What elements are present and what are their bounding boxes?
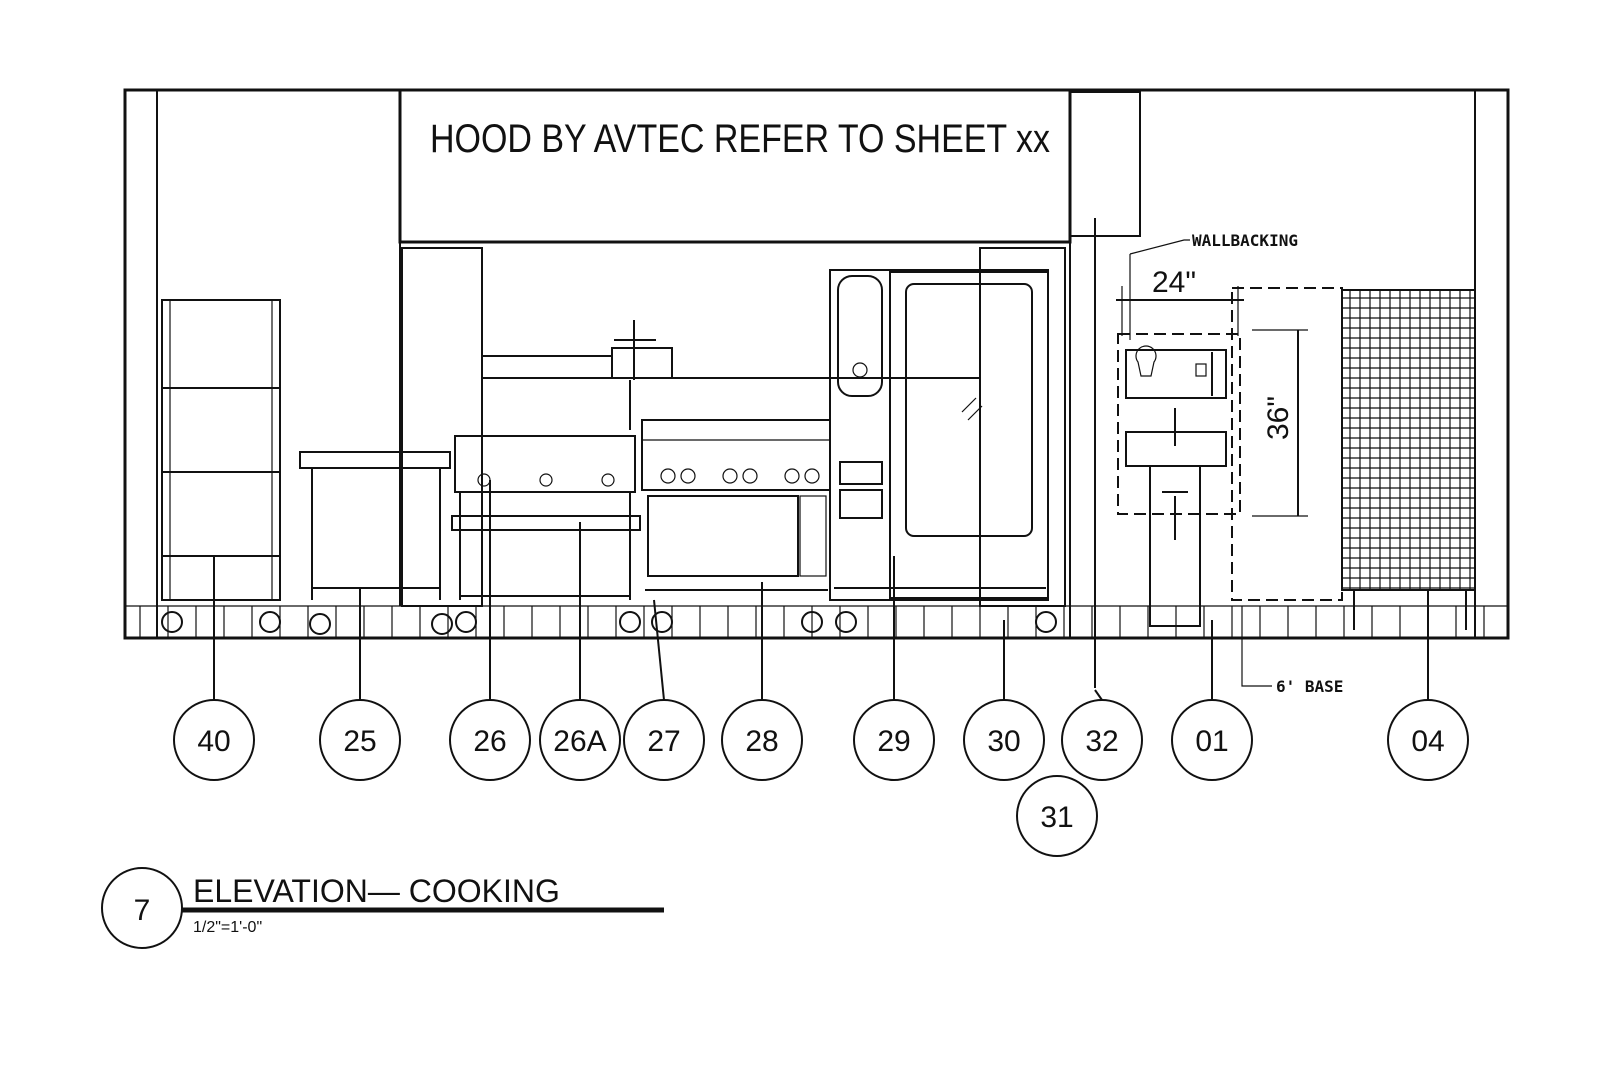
equipment-tags: 40 25 26 26A 27 28 29 30 32 01 04 31 bbox=[173, 699, 1469, 857]
tag-label: 31 bbox=[1040, 801, 1073, 834]
work-table bbox=[299, 451, 453, 635]
hood: HOOD BY AVTEC REFER TO SHEET xx bbox=[398, 88, 1141, 688]
wall-outline bbox=[123, 88, 1510, 640]
combi-oven bbox=[829, 269, 1057, 633]
dimension-height: 36" bbox=[1262, 396, 1295, 440]
hood-note: HOOD BY AVTEC REFER TO SHEET xx bbox=[430, 117, 1050, 161]
tag-label: 29 bbox=[877, 725, 910, 758]
tag-bubble-26: 26 bbox=[449, 699, 531, 781]
tag-bubble-31: 31 bbox=[1016, 775, 1098, 857]
tag-bubble-27: 27 bbox=[623, 699, 705, 781]
tag-label: 01 bbox=[1195, 725, 1228, 758]
tag-bubble-28: 28 bbox=[721, 699, 803, 781]
tag-label: 40 bbox=[197, 725, 230, 758]
tag-bubble-04: 04 bbox=[1387, 699, 1469, 781]
tag-bubble-30: 30 bbox=[963, 699, 1045, 781]
hand-sink bbox=[1117, 333, 1241, 627]
drawing-title: ELEVATION— COOKING bbox=[193, 873, 560, 909]
tag-bubble-32: 32 bbox=[1061, 699, 1143, 781]
tag-bubble-26a: 26A bbox=[539, 699, 621, 781]
floor-base bbox=[125, 605, 1508, 638]
wire-shelving-unit bbox=[161, 299, 281, 633]
tag-label: 26A bbox=[553, 725, 606, 758]
tag-leaders bbox=[213, 480, 1429, 701]
drawing-scale: 1/2"=1'-0" bbox=[193, 919, 262, 936]
tag-bubble-01: 01 bbox=[1171, 699, 1253, 781]
base-label: 6' BASE bbox=[1276, 677, 1343, 696]
griddle-on-stand bbox=[451, 435, 641, 633]
tag-bubble-25: 25 bbox=[319, 699, 401, 781]
wallbacking-dimensions: WALLBACKING 24" 36" 6' BASE bbox=[1116, 231, 1343, 696]
detail-number: 7 bbox=[134, 894, 151, 927]
tag-label: 30 bbox=[987, 725, 1020, 758]
pot-filler-faucet bbox=[482, 320, 980, 430]
tag-bubble-29: 29 bbox=[853, 699, 935, 781]
tag-label: 32 bbox=[1085, 725, 1118, 758]
wallbacking-label: WALLBACKING bbox=[1192, 231, 1298, 250]
tag-bubble-40: 40 bbox=[173, 699, 255, 781]
tag-label: 27 bbox=[647, 725, 680, 758]
tag-label: 26 bbox=[473, 725, 506, 758]
tag-label: 25 bbox=[343, 725, 376, 758]
tag-label: 28 bbox=[745, 725, 778, 758]
title-block: 7 ELEVATION— COOKING 1/2"=1'-0" bbox=[101, 867, 664, 949]
range-oven bbox=[641, 419, 831, 633]
tag-label: 04 bbox=[1411, 725, 1444, 758]
mesh-rack bbox=[1341, 289, 1476, 630]
dimension-width: 24" bbox=[1152, 266, 1196, 299]
